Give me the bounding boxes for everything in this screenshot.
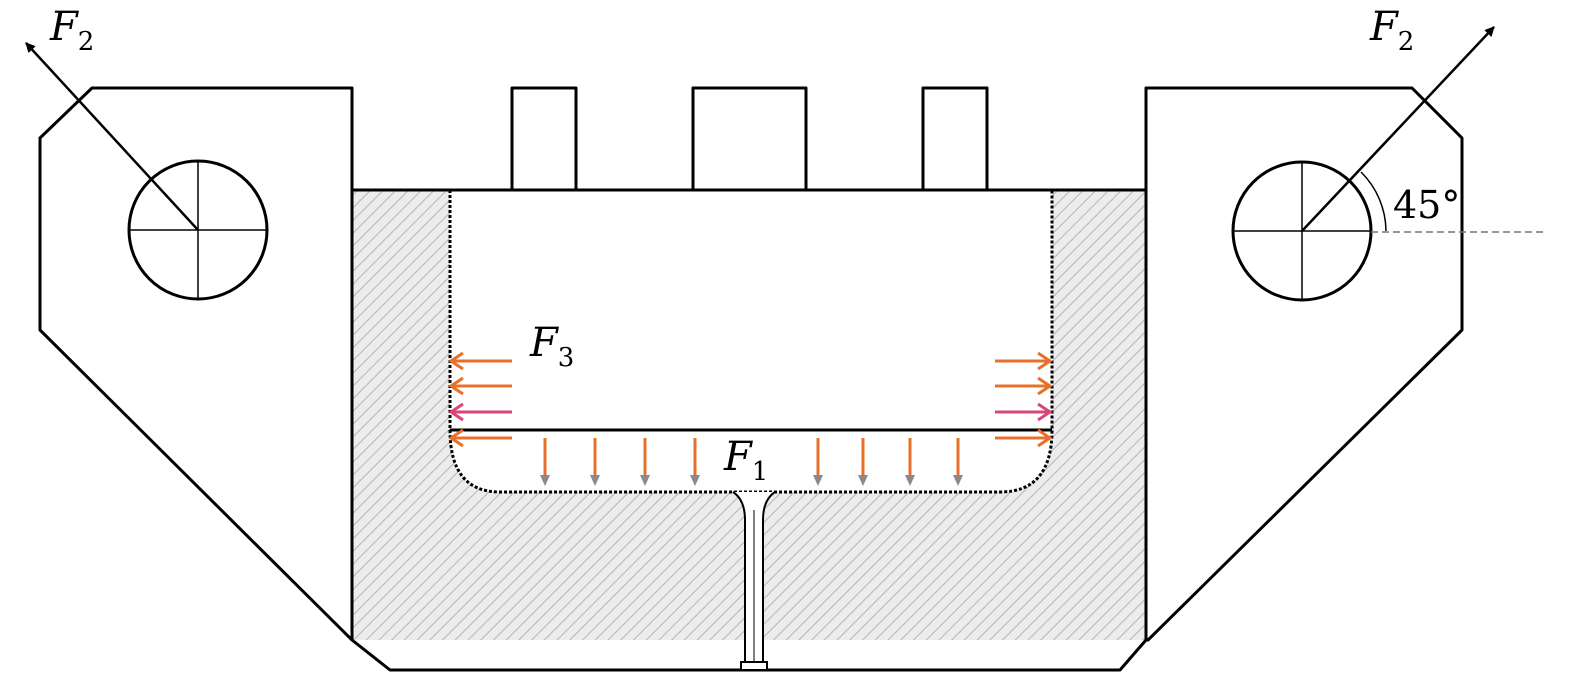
f2-right-arrow bbox=[1301, 26, 1495, 232]
f1-label: F1 bbox=[723, 434, 768, 487]
f3-right-arrow bbox=[995, 351, 1053, 371]
outer-frame bbox=[38, 86, 1464, 672]
f1-arrow bbox=[953, 438, 963, 486]
angle-arc bbox=[1360, 171, 1387, 232]
f3-right-arrows bbox=[995, 351, 1053, 448]
f3-right-arrow bbox=[995, 402, 1053, 422]
f1-down-arrows bbox=[540, 438, 963, 486]
f3-label: F3 bbox=[529, 320, 574, 373]
f1-arrow bbox=[905, 438, 915, 486]
f1-arrow bbox=[640, 438, 650, 486]
f1-arrow bbox=[540, 438, 550, 486]
top-boss-center bbox=[691, 86, 808, 192]
top-boss-right bbox=[921, 86, 989, 192]
f3-right-arrow bbox=[995, 376, 1053, 396]
f3-left-arrows bbox=[448, 351, 512, 448]
angle-label: 45° bbox=[1393, 183, 1460, 227]
f3-right-arrow bbox=[995, 428, 1053, 448]
hatched-mold-body bbox=[352, 190, 1146, 640]
f2-left-arrow bbox=[25, 42, 199, 231]
f1-arrow bbox=[813, 438, 823, 486]
f3-left-arrow bbox=[448, 428, 512, 448]
sprue-base bbox=[740, 661, 768, 671]
f2-right-label: F2 bbox=[1369, 4, 1414, 57]
f1-arrow bbox=[590, 438, 600, 486]
f1-arrow bbox=[690, 438, 700, 486]
top-boss-left bbox=[510, 86, 578, 192]
f2-left-label: F2 bbox=[49, 4, 94, 57]
f3-left-arrow bbox=[448, 351, 512, 371]
f1-arrow bbox=[858, 438, 868, 486]
f3-left-arrow bbox=[448, 402, 512, 422]
f3-left-arrow bbox=[448, 376, 512, 396]
